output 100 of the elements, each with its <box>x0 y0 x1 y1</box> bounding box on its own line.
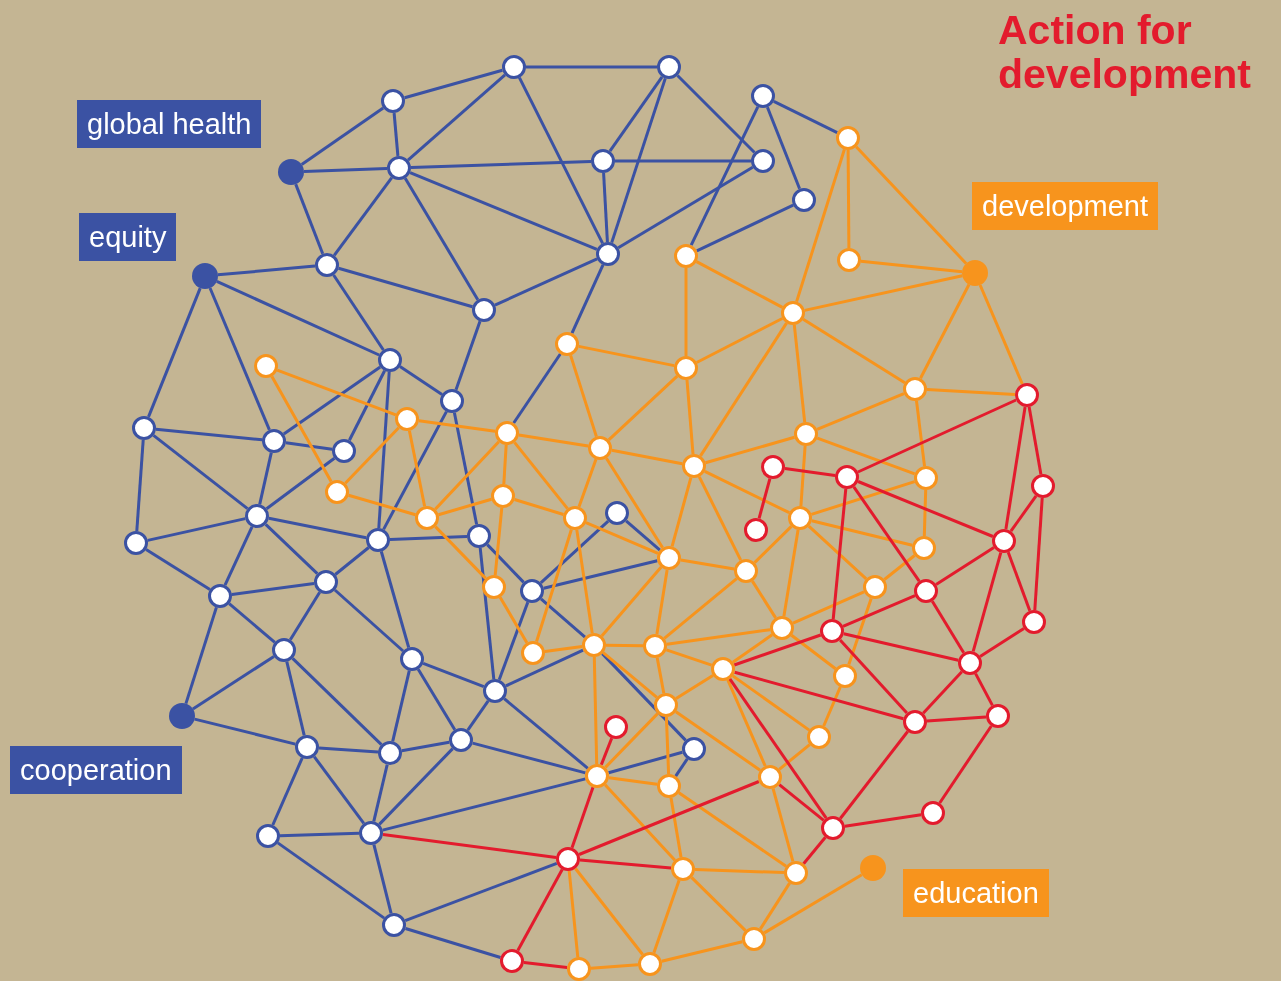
link-line <box>680 558 735 571</box>
network-node <box>483 679 507 703</box>
network-node <box>657 546 681 570</box>
network-node <box>788 506 812 530</box>
network-node <box>992 529 1016 553</box>
link-line <box>922 670 963 715</box>
network-node <box>986 704 1010 728</box>
link-line <box>726 679 767 767</box>
network-node <box>272 638 296 662</box>
link-line <box>332 274 385 351</box>
network-node <box>1022 610 1046 634</box>
link-line <box>792 324 807 423</box>
link-line <box>807 525 868 580</box>
link-line <box>279 831 360 838</box>
link-line <box>790 634 837 670</box>
link-line <box>795 148 846 303</box>
link-line <box>407 73 506 162</box>
link-line <box>792 590 865 625</box>
network-node <box>555 332 579 356</box>
link-line <box>1027 406 1043 475</box>
link-line <box>695 260 784 309</box>
link-line <box>773 99 838 135</box>
link-line <box>223 526 254 586</box>
link-line <box>663 577 738 640</box>
link-line <box>303 166 388 173</box>
network-node <box>378 741 402 765</box>
network-node <box>314 570 338 594</box>
link-line <box>493 507 504 576</box>
network-node <box>256 824 280 848</box>
network-node <box>332 439 356 463</box>
link-line <box>578 780 760 856</box>
link-line <box>610 77 667 244</box>
network-node <box>751 84 775 108</box>
network-node <box>751 149 775 173</box>
link-line <box>285 441 333 451</box>
link-line <box>513 441 569 510</box>
link-line <box>379 551 411 648</box>
link-line <box>258 452 273 505</box>
link-line <box>585 521 659 555</box>
link-line <box>344 426 400 485</box>
link-line <box>704 469 790 515</box>
link-line <box>799 445 807 507</box>
link-line <box>575 529 594 634</box>
link-line <box>802 836 827 865</box>
link-line <box>194 717 296 746</box>
link-line <box>391 670 411 742</box>
link-line <box>678 791 787 868</box>
topic-tag: education <box>903 869 1049 917</box>
link-line <box>392 112 400 157</box>
network-node <box>245 504 269 528</box>
link-line <box>333 588 405 653</box>
network-node <box>903 710 927 734</box>
link-line <box>291 657 383 746</box>
link-line <box>438 497 492 517</box>
link-line <box>694 867 785 875</box>
network-node <box>761 455 785 479</box>
link-line <box>382 777 586 832</box>
network-node <box>794 422 818 446</box>
link-line <box>505 648 584 688</box>
link-line <box>410 159 592 170</box>
link-line <box>403 177 480 301</box>
link-line <box>135 439 145 532</box>
link-line <box>605 457 664 549</box>
network-node <box>563 506 587 530</box>
link-line <box>733 633 822 667</box>
link-line <box>570 264 605 334</box>
link-line <box>664 716 671 775</box>
link-line <box>208 287 271 431</box>
network-node <box>495 421 519 445</box>
network-node <box>770 616 794 640</box>
link-line <box>842 594 916 628</box>
link-line <box>611 448 683 466</box>
link-line <box>816 392 905 431</box>
link-line <box>348 370 386 441</box>
filled-dot <box>192 263 218 289</box>
link-line <box>684 268 688 356</box>
link-line <box>766 106 801 190</box>
filled-dot <box>860 855 886 881</box>
network-node <box>958 651 982 675</box>
link-line <box>665 648 713 667</box>
network-node <box>382 913 406 937</box>
network-node <box>1015 383 1039 407</box>
link-line <box>404 861 558 923</box>
network-node <box>657 774 681 798</box>
network-node <box>912 536 936 560</box>
link-line <box>264 523 319 575</box>
link-line <box>518 433 589 448</box>
link-line <box>922 489 928 537</box>
network-node <box>440 389 464 413</box>
network-node <box>582 633 606 657</box>
link-line <box>228 602 276 644</box>
link-line <box>535 529 573 642</box>
link-line <box>147 517 246 542</box>
link-line <box>592 656 599 765</box>
link-line <box>846 150 851 248</box>
network-node <box>837 248 861 272</box>
link-line <box>318 746 379 754</box>
link-line <box>771 788 795 862</box>
link-line <box>778 783 825 822</box>
network-node <box>491 484 515 508</box>
